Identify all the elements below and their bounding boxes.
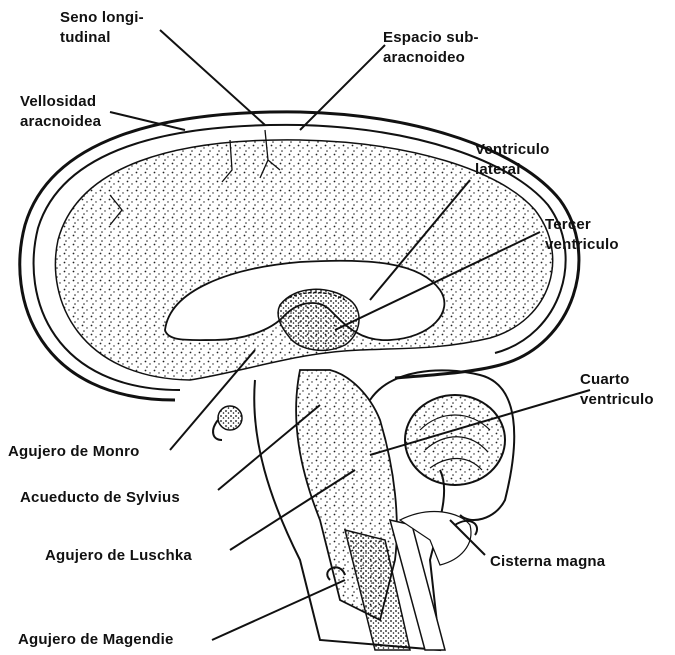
label-vellosidad-line1: Vellosidad xyxy=(20,92,101,112)
label-tercer-ventriculo: Tercer ventriculo xyxy=(545,215,619,255)
label-tercer-line2: ventriculo xyxy=(545,235,619,255)
label-agujero-luschka: Agujero de Luschka xyxy=(45,546,192,566)
label-ventriculo-lateral-line2: lateral xyxy=(475,160,550,180)
label-ventriculo-lateral-line1: Ventriculo xyxy=(475,140,550,160)
label-seno-line2: tudinal xyxy=(60,28,144,48)
villus-left xyxy=(218,406,242,430)
label-tercer-line1: Tercer xyxy=(545,215,619,235)
label-espacio-line2: aracnoideo xyxy=(383,48,479,68)
label-ventriculo-lateral: Ventriculo lateral xyxy=(475,140,550,180)
label-seno-line1: Seno longi- xyxy=(60,8,144,28)
label-acueducto-sylvius: Acueducto de Sylvius xyxy=(20,488,180,508)
label-cuarto-ventriculo: Cuarto ventriculo xyxy=(580,370,654,410)
label-vellosidad-aracnoidea: Vellosidad aracnoidea xyxy=(20,92,101,132)
label-agujero-magendie: Agujero de Magendie xyxy=(18,630,174,650)
label-espacio-line1: Espacio sub- xyxy=(383,28,479,48)
label-espacio-subaracnoideo: Espacio sub- aracnoideo xyxy=(383,28,479,68)
label-vellosidad-line2: aracnoidea xyxy=(20,112,101,132)
label-seno-longitudinal: Seno longi- tudinal xyxy=(60,8,144,48)
label-agujero-monro: Agujero de Monro xyxy=(8,442,140,462)
label-cuarto-line2: ventriculo xyxy=(580,390,654,410)
label-cuarto-line1: Cuarto xyxy=(580,370,654,390)
label-cisterna-magna: Cisterna magna xyxy=(490,552,605,572)
